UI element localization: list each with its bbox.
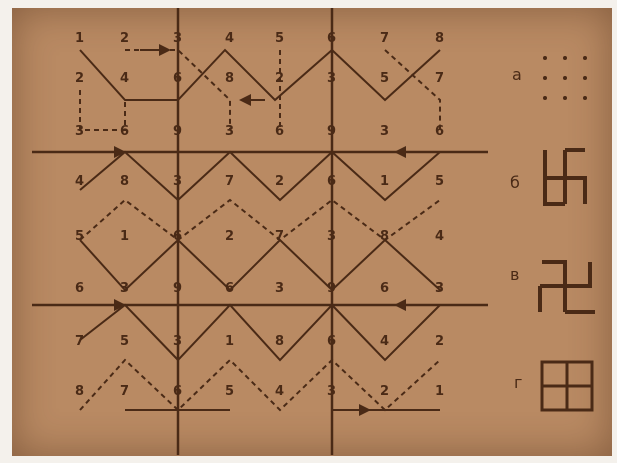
grid-number: 1 [435,384,444,399]
legend-label-g: г [514,373,522,392]
grid-number: 6 [173,71,182,86]
grid-number: 1 [380,174,389,189]
grid-number: 9 [327,124,336,139]
grid-number: 3 [275,281,284,296]
grid-number: 6 [327,334,336,349]
path-seg [80,90,125,130]
grid-number: 3 [173,334,182,349]
grid-number: 5 [380,71,389,86]
grid-number: 4 [225,31,234,46]
grid-number: 4 [380,334,389,349]
grid-number: 5 [120,334,129,349]
grid-number: 3 [327,229,336,244]
grid-number: 1 [225,334,234,349]
grid-number: 6 [120,124,129,139]
grid-number: 4 [435,229,444,244]
grid-number: 9 [327,281,336,296]
grid-numbers: 1 2 3 4 5 6 7 8 2 4 6 8 2 3 5 7 3 6 9 3 6 9 3 6 4 8 3 7 2 6 1 5 5 1 6 2 7 3 8 4… [75,31,444,399]
grid-number: 6 [173,229,182,244]
grid-number: 2 [380,384,389,399]
grid-number: 2 [75,71,84,86]
swastika-left-icon [540,262,595,312]
grid-number: 2 [275,174,284,189]
grid-number: 3 [120,281,129,296]
grid-number: 8 [225,71,234,86]
grid-number: 2 [225,229,234,244]
grid-number: 2 [275,71,284,86]
grid-number: 8 [275,334,284,349]
grid-number: 9 [173,281,182,296]
grid-number: 6 [75,281,84,296]
legend-label-a: а [512,65,522,84]
dots-grid-icon [543,56,587,100]
swastika-right-icon [545,150,585,204]
legend-label-v: в [510,265,519,284]
grid-number: 8 [120,174,129,189]
grid-number: 4 [75,174,84,189]
grid-number: 9 [173,124,182,139]
grid-number: 4 [120,71,129,86]
grid-number: 3 [225,124,234,139]
grid-number: 3 [173,31,182,46]
grid-number: 6 [225,281,234,296]
grid-number: 6 [327,31,336,46]
grid-number: 7 [435,71,444,86]
legend-label-b: б [510,173,520,192]
grid-number: 5 [275,31,284,46]
grid-number: 3 [327,71,336,86]
grid-number: 7 [225,174,234,189]
grid-number: 3 [435,281,444,296]
grid-number: 6 [275,124,284,139]
grid-number: 6 [380,281,389,296]
grid-number: 8 [435,31,444,46]
grid-number: 2 [120,31,129,46]
grid-number: 5 [435,174,444,189]
grid-number: 3 [75,124,84,139]
grid-number: 7 [120,384,129,399]
grid-number: 3 [173,174,182,189]
grid-number: 5 [225,384,234,399]
legend: а б в г [510,56,595,410]
grid-number: 4 [275,384,284,399]
grid-number: 8 [380,229,389,244]
grid-number: 3 [380,124,389,139]
path-row-5 [80,305,440,360]
grid-number: 7 [275,229,284,244]
square-grid-icon [542,362,592,410]
grid-number: 7 [75,334,84,349]
grid-number: 7 [380,31,389,46]
grid-number: 6 [435,124,444,139]
grid-number: 8 [75,384,84,399]
grid-number: 1 [120,229,129,244]
grid-number: 6 [173,384,182,399]
grid-number: 5 [75,229,84,244]
grid-number: 2 [435,334,444,349]
grid-number: 3 [327,384,336,399]
grid-number: 1 [75,31,84,46]
grid-number: 6 [327,174,336,189]
